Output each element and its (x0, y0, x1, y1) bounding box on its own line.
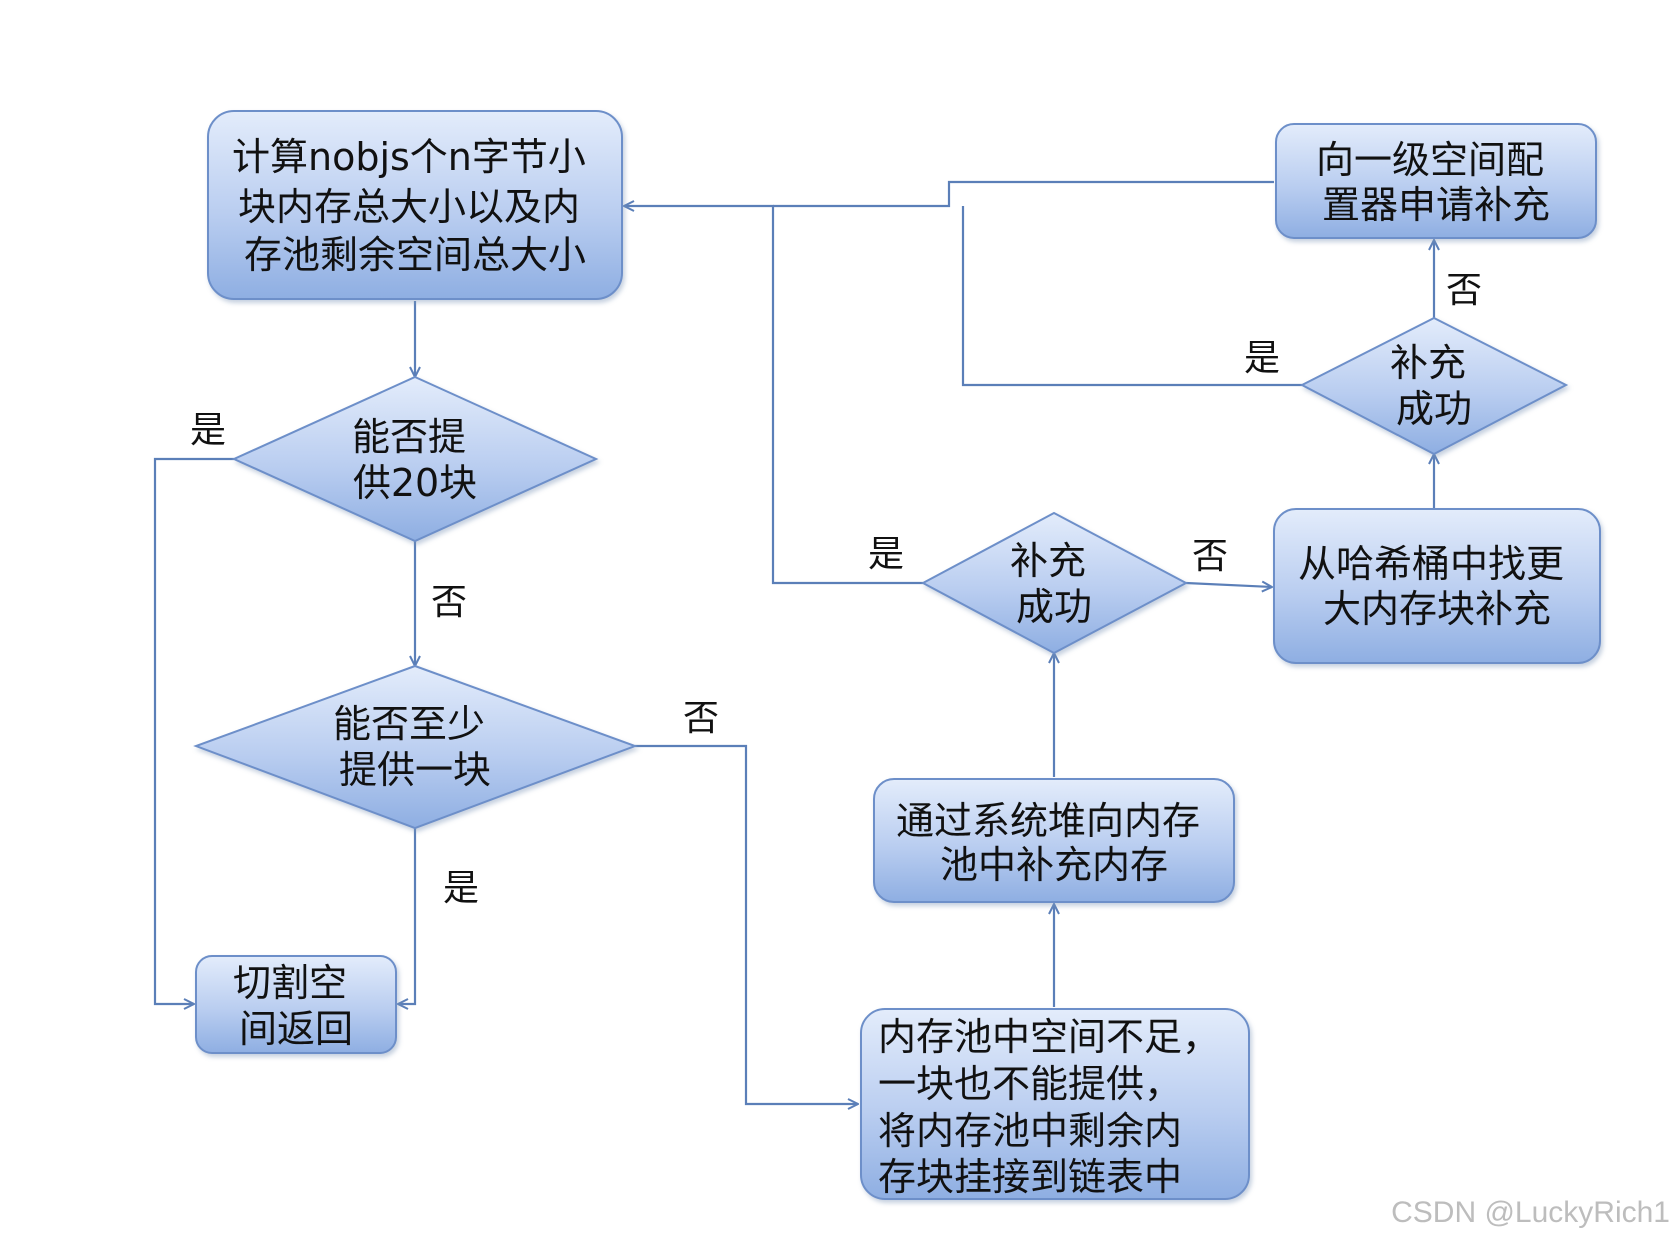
edge-can20-yes-to-cut (153, 457, 234, 1004)
node-success2-text: 补充 成功 (1390, 341, 1478, 431)
edge-labels: 是 否 否 是 是 否 是 否 (190, 270, 1482, 909)
node-calc-line-2: 块内存总大小以及内 (238, 185, 580, 229)
node-can20-shape (231, 375, 599, 543)
node-firstLevel-shape (1275, 123, 1597, 239)
node-can20: 能否提 供20块 (231, 375, 599, 543)
label-success2-yes: 是 (1244, 338, 1280, 379)
label-canOne-no: 否 (683, 698, 719, 739)
edge-firstLevel-to-calc (773, 180, 1274, 208)
edge-canOne-yes-to-cut (398, 828, 417, 1004)
node-shortage-line-1: 内存池中空间不足， (878, 1015, 1220, 1059)
label-success1-no: 否 (1192, 536, 1228, 577)
node-shortage-shape (860, 1008, 1250, 1200)
node-success1-line-1: 补充 (1010, 539, 1086, 583)
label-can20-no: 否 (431, 582, 467, 623)
node-hashFind-line-1: 从哈希桶中找更 (1298, 542, 1564, 586)
node-heapFill-line-1: 通过系统堆向内存 (896, 799, 1200, 843)
node-shortage-line-2: 一块也不能提供， (878, 1062, 1182, 1106)
node-firstLevel-line-1: 向一级空间配 (1316, 138, 1544, 182)
node-canOne: 能否至少 提供一块 (193, 664, 638, 830)
node-calc-text: 计算nobjs个n字节小 块内存总大小以及内 存池剩余空间总大小 (232, 135, 598, 277)
watermark: CSDN @LuckyRich1 (1391, 1196, 1670, 1229)
node-calc-shape (207, 110, 623, 300)
node-hashFind-line-2: 大内存块补充 (1323, 587, 1551, 631)
node-cut-shape (195, 955, 397, 1054)
node-success1-line-2: 成功 (1016, 585, 1092, 629)
edge-success2-yes-to-calc (961, 206, 1302, 387)
node-cut-text: 切割空 间返回 (233, 961, 359, 1051)
node-success2-line-1: 补充 (1390, 341, 1466, 385)
node-heapFill-line-2: 池中补充内存 (940, 843, 1168, 887)
node-canOne-text: 能否至少 提供一块 (333, 702, 497, 792)
node-shortage: 内存池中空间不足， 一块也不能提供， 将内存池中剩余内 存块挂接到链表中 (860, 1008, 1250, 1200)
node-shortage-line-3: 将内存池中剩余内 (878, 1109, 1182, 1153)
edge-canOne-no-to-shortage (635, 744, 858, 1104)
node-success1-text: 补充 成功 (1010, 539, 1098, 629)
node-shortage-text: 内存池中空间不足， 一块也不能提供， 将内存池中剩余内 存块挂接到链表中 (878, 1015, 1232, 1199)
node-cut: 切割空 间返回 (195, 955, 397, 1054)
node-heapFill: 通过系统堆向内存 池中补充内存 (873, 778, 1235, 903)
node-shortage-line-4: 存块挂接到链表中 (878, 1155, 1182, 1199)
node-success2-line-2: 成功 (1396, 387, 1472, 431)
node-calc: 计算nobjs个n字节小 块内存总大小以及内 存池剩余空间总大小 (207, 110, 623, 300)
node-success2-shape (1299, 316, 1569, 456)
node-canOne-line-1: 能否至少 (333, 702, 485, 746)
node-cut-line-2: 间返回 (239, 1007, 353, 1051)
edges (153, 180, 1434, 1104)
node-hashFind: 从哈希桶中找更 大内存块补充 (1273, 508, 1601, 664)
node-canOne-shape (193, 664, 638, 830)
node-success2: 补充 成功 (1299, 316, 1569, 456)
node-heapFill-shape (873, 778, 1235, 903)
node-can20-line-2: 供20块 (353, 461, 477, 505)
edge-success1-yes-to-calc (624, 206, 923, 585)
edge-success1-no-to-hashFind (1185, 583, 1272, 587)
label-success2-no: 否 (1446, 270, 1482, 311)
label-canOne-yes: 是 (443, 868, 479, 909)
node-success1-shape (920, 511, 1189, 655)
label-can20-yes: 是 (190, 410, 226, 451)
node-firstLevel: 向一级空间配 置器申请补充 (1275, 123, 1597, 239)
node-cut-line-1: 切割空 (233, 961, 347, 1005)
node-can20-line-1: 能否提 (352, 415, 466, 459)
node-hashFind-shape (1273, 508, 1601, 664)
node-heapFill-text: 通过系统堆向内存 池中补充内存 (896, 799, 1212, 887)
node-calc-line-1: 计算nobjs个n字节小 (232, 135, 586, 179)
node-firstLevel-line-2: 置器申请补充 (1322, 183, 1550, 227)
node-canOne-line-2: 提供一块 (339, 748, 491, 792)
node-calc-line-3: 存池剩余空间总大小 (244, 233, 586, 277)
node-success1: 补充 成功 (920, 511, 1189, 655)
label-success1-yes: 是 (868, 534, 904, 575)
node-can20-text: 能否提 供20块 (352, 415, 478, 505)
node-firstLevel-text: 向一级空间配 置器申请补充 (1316, 138, 1556, 227)
node-hashFind-text: 从哈希桶中找更 大内存块补充 (1298, 542, 1576, 631)
